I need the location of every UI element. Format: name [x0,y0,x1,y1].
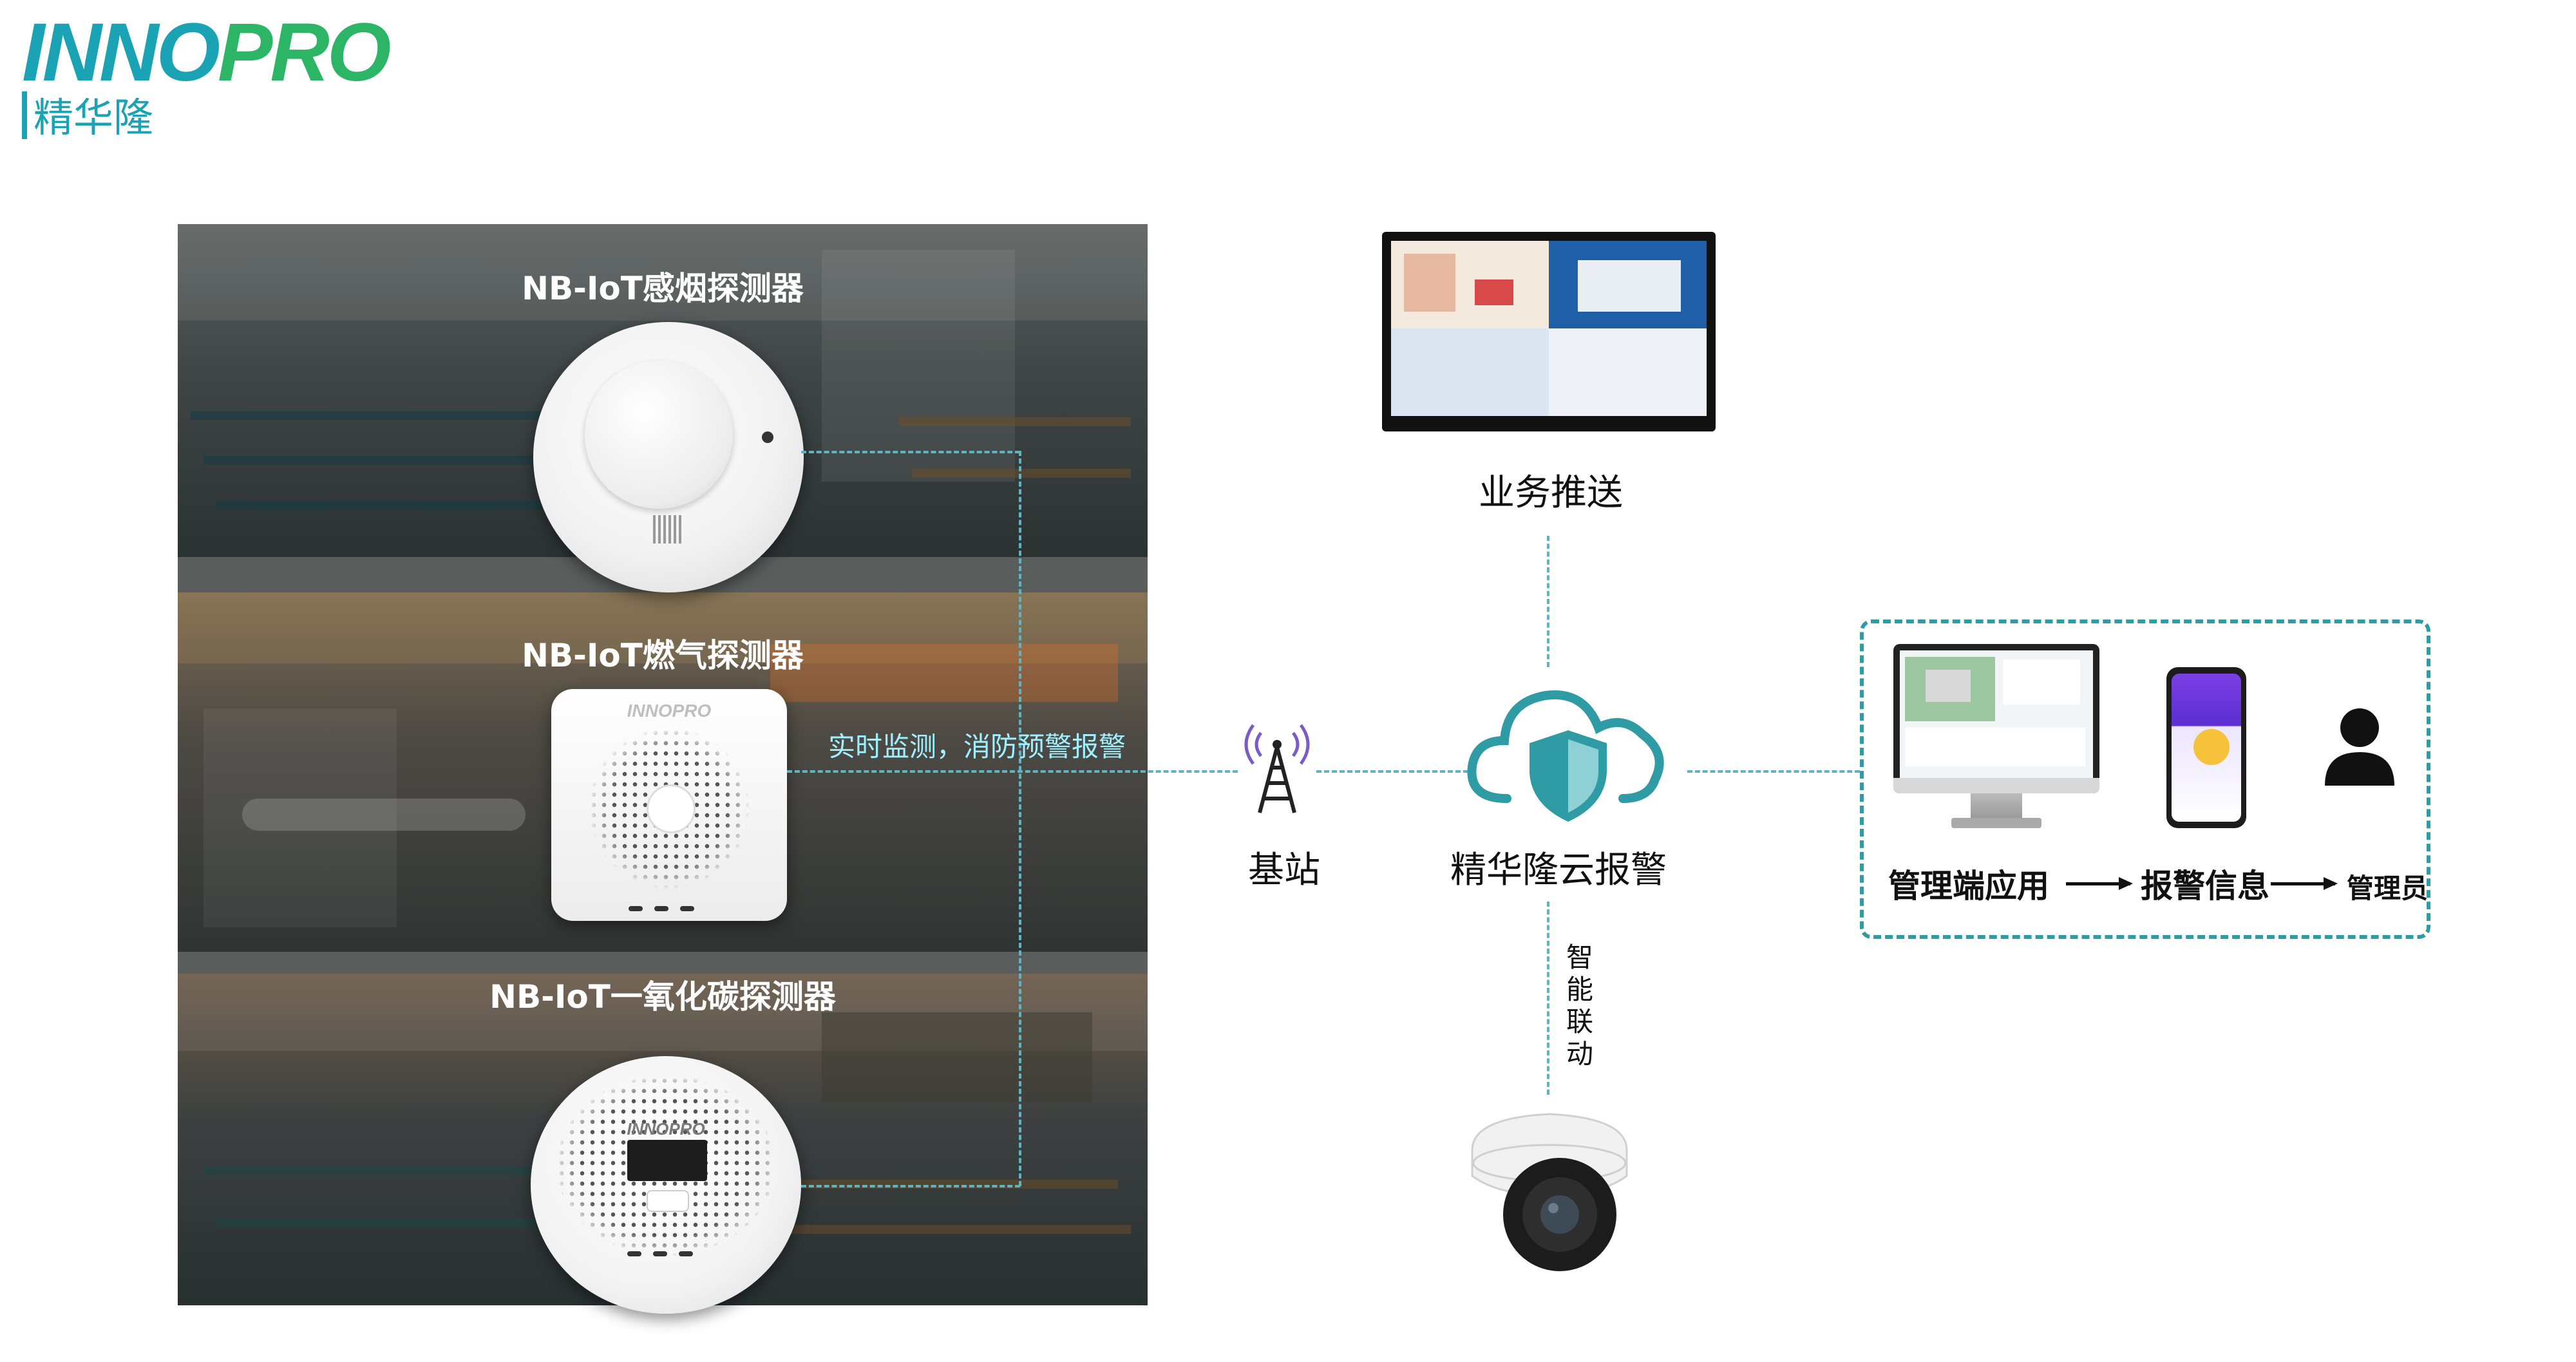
brand-subtitle: 精华隆 [22,91,153,139]
base-station-label: 基站 [1248,849,1320,891]
monitor-text: 实时监测，消防预警报警 [828,731,1126,762]
connector-smoke [801,451,1020,453]
connector-co [801,1185,1020,1187]
brand-subtitle-text: 精华隆 [33,94,154,141]
connector-station-cloud [1316,770,1468,773]
gas-detector-device: INNOPRO [551,689,787,921]
administrator-label: 管理员 [2347,873,2429,904]
panel-title-gas: NB-IoT燃气探测器 [522,637,804,674]
linkage-char: 动 [1566,1038,1593,1070]
alarm-info-label: 报警信息 [2141,867,2269,905]
arrow-icon [2271,877,2338,890]
co-detector-device: INNOPRO [531,1056,801,1314]
panel-title-co: NB-IoT一氧化碳探测器 [489,978,836,1016]
connector-push [1547,536,1549,667]
cloud-label: 精华隆云报警 [1450,849,1667,891]
push-label: 业务推送 [1479,472,1623,514]
connector-cloud-management [1687,770,1860,773]
brand-logo-part2: PRO [218,6,391,99]
base-station-icon [1244,724,1310,813]
cloud-alarm-icon [1467,690,1664,822]
management-app-label: 管理端应用 [1888,867,2049,905]
brand-bar [22,91,27,139]
gas-device-logo: INNOPRO [627,701,712,721]
brand-logo: INNOPRO [22,12,391,94]
panel-divider [178,952,1148,974]
panel-title-smoke: NB-IoT感烟探测器 [522,270,804,307]
connector-bus [1019,451,1021,1186]
linkage-char: 能 [1566,974,1593,1005]
arrow-icon [2066,877,2133,890]
management-panel [1860,620,2430,939]
administrator-icon [2325,708,2394,786]
business-monitor-icon [1382,232,1716,431]
desktop-computer-icon [1893,644,2099,832]
brand-logo-part1: INNO [22,6,220,99]
dome-camera-icon [1471,1113,1628,1271]
linkage-char: 智 [1566,941,1593,973]
panel-smoke-detector: NB-IoT感烟探测器 [178,224,1148,557]
connector-to-station [787,770,1238,773]
connector-linkage [1547,902,1549,1095]
mobile-phone-icon [2166,667,2246,828]
co-device-logo: INNOPRO [627,1119,705,1139]
smoke-detector-device [533,322,804,592]
linkage-char: 联 [1566,1006,1593,1037]
